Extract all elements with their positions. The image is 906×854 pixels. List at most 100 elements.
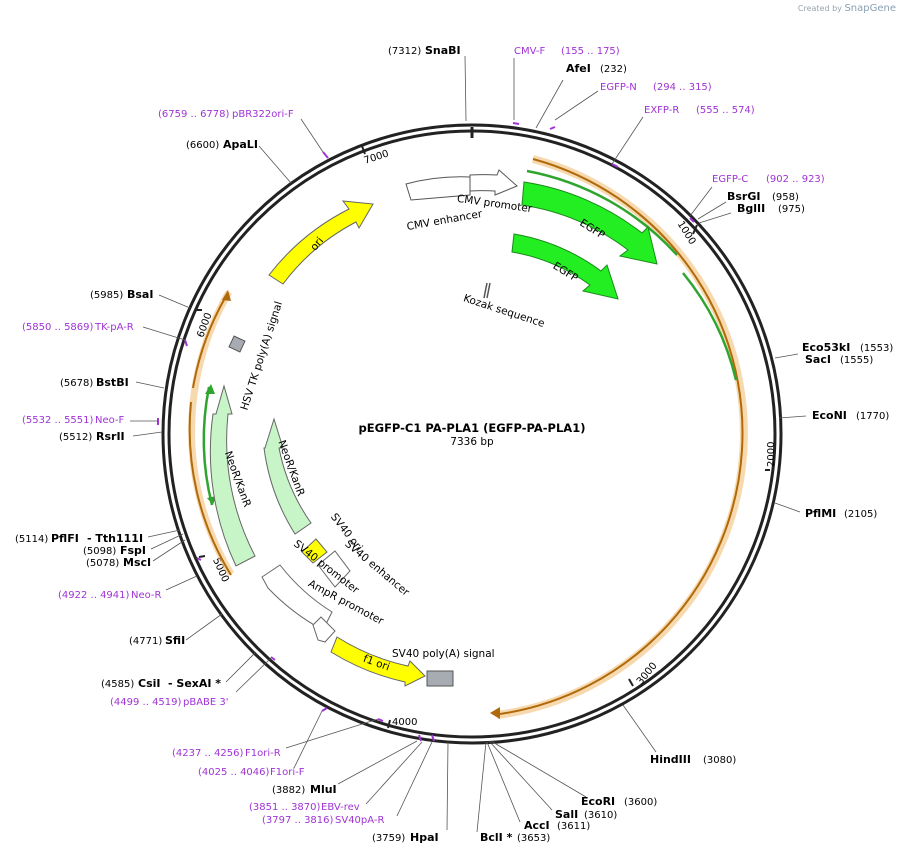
enzyme-rsrii: RsrII bbox=[96, 430, 125, 443]
plasmid-length: 7336 bp bbox=[450, 436, 494, 448]
snapgene-logo: SnapGene bbox=[844, 3, 896, 14]
primer-exfp-r-range: (555 .. 574) bbox=[696, 105, 755, 116]
tick-label-4000: 4000 bbox=[392, 717, 417, 728]
enzyme-fspi-pos: (5098) bbox=[83, 546, 116, 557]
enzyme-sali: SalI bbox=[555, 808, 578, 821]
neo-orange-line-1 bbox=[192, 297, 226, 389]
enzyme-econi-pos: (1770) bbox=[856, 411, 889, 422]
sv40-polya-box bbox=[426, 670, 454, 687]
enzyme-hindiii-pos: (3080) bbox=[703, 755, 736, 766]
primer-f1ori-f: F1ori-F bbox=[270, 767, 305, 778]
kozak-mark-2 bbox=[486, 282, 491, 299]
enzyme-ecori-pos: (3600) bbox=[624, 797, 657, 808]
enzyme-mlui: MluI bbox=[310, 783, 337, 796]
enzyme-rsrii-pos: (5512) bbox=[59, 432, 92, 443]
tick-label-2000: 2000 bbox=[766, 442, 777, 467]
watermark-prefix: Created by bbox=[797, 4, 842, 13]
ampr-promoter-arrow bbox=[312, 616, 336, 643]
primer-cmv-f: CMV-F bbox=[514, 46, 545, 57]
enzyme-afei: AfeI bbox=[566, 62, 591, 75]
enzyme-econi: EcoNI bbox=[812, 409, 847, 422]
enzyme-snabi-pos: (7312) bbox=[388, 46, 421, 57]
feature-kozak: Kozak sequence bbox=[462, 292, 546, 330]
enzyme-bcli: BclI * bbox=[480, 831, 513, 844]
snapgene-watermark: Created by SnapGene bbox=[798, 3, 896, 14]
primer-neo-f-range: (5532 .. 5551) bbox=[22, 415, 94, 426]
enzyme-eco53ki-pos: (1553) bbox=[860, 343, 893, 354]
enzyme-apali-pos: (6600) bbox=[186, 140, 219, 151]
enzyme-bsai: BsaI bbox=[127, 288, 153, 301]
enzyme-pflfi: PflFI bbox=[51, 532, 79, 545]
enzyme-bcli-pos: (3653) bbox=[517, 833, 550, 844]
enzyme-bstbi-pos: (5678) bbox=[60, 378, 93, 389]
neo-orange-arrowhead bbox=[222, 290, 231, 301]
enzyme-sfii-pos: (4771) bbox=[129, 636, 162, 647]
primer-exfp-r: EXFP-R bbox=[644, 105, 679, 116]
sv40-ori-box bbox=[301, 538, 328, 564]
enzyme-bglii: BglII bbox=[737, 202, 765, 215]
egfp-arrow-1 bbox=[521, 181, 658, 265]
sv40-enhancer-box bbox=[317, 550, 351, 588]
feature-sv40-polya: SV40 poly(A) signal bbox=[392, 648, 495, 660]
enzyme-eco53ki: Eco53kI bbox=[802, 341, 850, 354]
enzyme-afei-pos: (232) bbox=[600, 64, 627, 75]
kozak-mark bbox=[483, 282, 488, 299]
ori-arrow bbox=[268, 200, 374, 285]
enzyme-ecori: EcoRI bbox=[581, 795, 615, 808]
enzyme-acci-pos: (3611) bbox=[557, 821, 590, 832]
enzyme-pflmi-pos: (2105) bbox=[844, 509, 877, 520]
primer-pbr322ori-f: pBR322ori-F bbox=[232, 109, 294, 120]
primer-egfp-n: EGFP-N bbox=[600, 82, 637, 93]
fusion-orange-arrowhead bbox=[490, 707, 500, 719]
primer-tk-pa-r: TK-pA-R bbox=[94, 322, 134, 333]
primer-neo-r: Neo-R bbox=[131, 590, 162, 601]
leader-lines bbox=[130, 55, 807, 833]
fusion-orange-line bbox=[499, 158, 744, 715]
enzyme-pflfi-pos: (5114) bbox=[15, 534, 48, 545]
enzyme-sfii: SfiI bbox=[165, 634, 185, 647]
enzyme-bglii-pos: (975) bbox=[778, 204, 805, 215]
enzyme-csii-pos: (4585) bbox=[101, 679, 134, 690]
feature-hsv-tk-polya: HSV TK poly(A) signal bbox=[239, 300, 286, 412]
primer-neo-f: Neo-F bbox=[95, 415, 125, 426]
enzyme-saci: SacI bbox=[805, 353, 831, 366]
plasmid-name: pEGFP-C1 PA-PLA1 (EGFP-PA-PLA1) bbox=[359, 421, 586, 435]
primer-pbr322ori-f-range: (6759 .. 6778) bbox=[158, 109, 230, 120]
enzyme-apali: ApaLI bbox=[223, 138, 258, 151]
primer-f1ori-f-range: (4025 .. 4046) bbox=[198, 767, 270, 778]
cmv-promoter-arrow bbox=[469, 169, 518, 196]
enzyme-bsai-pos: (5985) bbox=[90, 290, 123, 301]
enzyme-snabi: SnaBI bbox=[425, 44, 461, 57]
primer-ebv-rev-range: (3851 .. 3870) bbox=[249, 802, 321, 813]
enzyme-msci: MscI bbox=[123, 556, 151, 569]
enzyme-msci-pos: (5078) bbox=[86, 558, 119, 569]
enzyme-sali-pos: (3610) bbox=[584, 810, 617, 821]
egfp-line-track-2 bbox=[682, 272, 738, 381]
enzyme-csii: CsiI bbox=[138, 677, 160, 690]
enzyme-fspi: FspI bbox=[120, 544, 146, 557]
primer-ebv-rev: EBV-rev bbox=[321, 802, 360, 813]
enzyme-sexai: - SexAI * bbox=[168, 677, 221, 690]
neor-kanr-arrow-2 bbox=[263, 417, 312, 535]
enzyme-hpai-pos: (3759) bbox=[372, 833, 405, 844]
enzyme-bsrgi-pos: (958) bbox=[772, 192, 799, 203]
primer-egfp-c-range: (902 .. 923) bbox=[766, 174, 825, 185]
neo-orange-line-2 bbox=[188, 401, 232, 576]
primer-tk-pa-r-range: (5850 .. 5869) bbox=[22, 322, 94, 333]
enzyme-pflmi: PflMI bbox=[805, 507, 836, 520]
primer-sv40pa-r-range: (3797 .. 3816) bbox=[262, 815, 334, 826]
enzyme-acci: AccI bbox=[524, 819, 550, 832]
enzyme-bstbi: BstBI bbox=[96, 376, 129, 389]
enzyme-tth111i: - Tth111I bbox=[87, 532, 143, 545]
primer-f1ori-r-range: (4237 .. 4256) bbox=[172, 748, 244, 759]
hsv-tk-polya-box bbox=[228, 335, 246, 353]
egfp-line-track bbox=[526, 169, 678, 256]
enzyme-saci-pos: (1555) bbox=[840, 355, 873, 366]
primer-cmv-f-range: (155 .. 175) bbox=[561, 46, 620, 57]
neor-green-arrowhead-1 bbox=[205, 384, 215, 394]
primer-marks bbox=[157, 122, 695, 742]
sv40-promoter-arrow bbox=[261, 564, 333, 631]
primer-neo-r-range: (4922 .. 4941) bbox=[58, 590, 130, 601]
neor-green-line bbox=[202, 386, 214, 506]
